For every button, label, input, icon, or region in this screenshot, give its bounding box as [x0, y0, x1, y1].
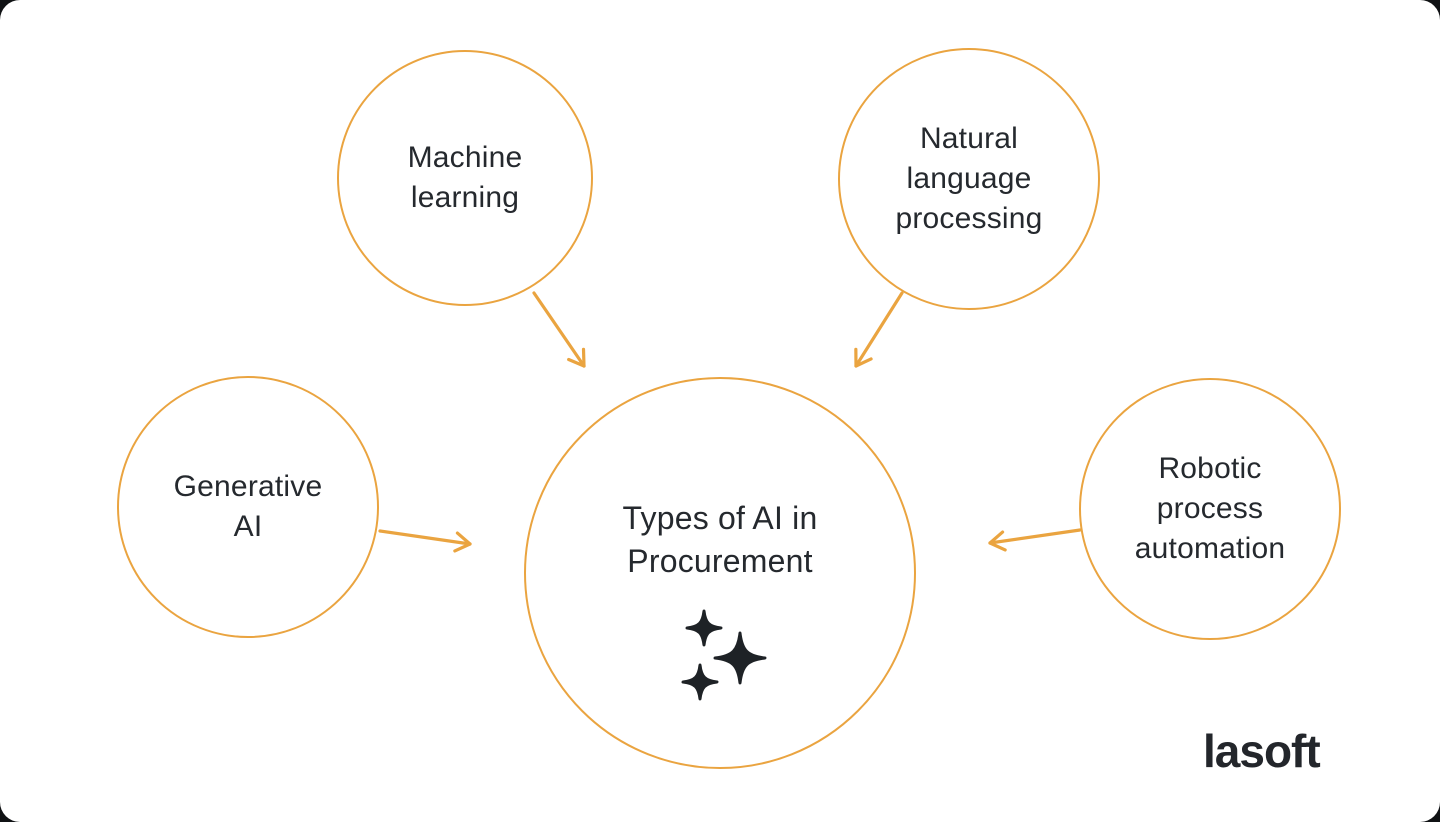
arrow-nlp-to-center	[854, 291, 904, 368]
node-label-line: Machine	[407, 141, 523, 174]
node-machine-learning: Machine learning	[337, 50, 593, 306]
lasoft-logo: lasoft	[1203, 725, 1321, 777]
node-label-line: AI	[233, 510, 263, 543]
node-label-line: learning	[410, 181, 520, 214]
node-natural-language-processing: Natural language processing	[838, 48, 1100, 310]
sparkles-icon	[681, 609, 767, 701]
arrow-machine-learning-to-center	[532, 291, 586, 368]
arrow-generative-ai-to-center	[378, 529, 472, 553]
node-label-line: process	[1156, 492, 1264, 525]
node-types-of-ai-in-procurement: Types of AI in Procurement	[524, 377, 916, 769]
node-generative-ai: Generative AI	[117, 376, 379, 638]
node-label-line: automation	[1134, 532, 1286, 565]
node-robotic-process-automation: Robotic process automation	[1079, 378, 1341, 640]
center-label-line: Types of AI in	[622, 500, 818, 536]
node-label-line: language	[906, 162, 1032, 195]
center-label: Types of AI in Procurement	[623, 497, 818, 583]
arrow-rpa-to-center	[988, 528, 1082, 552]
node-label-line: Generative	[173, 470, 323, 503]
node-label-line: Robotic	[1158, 452, 1262, 485]
node-label-line: processing	[895, 202, 1043, 235]
node-label-line: Natural	[919, 122, 1019, 155]
center-label-line: Procurement	[627, 543, 813, 579]
